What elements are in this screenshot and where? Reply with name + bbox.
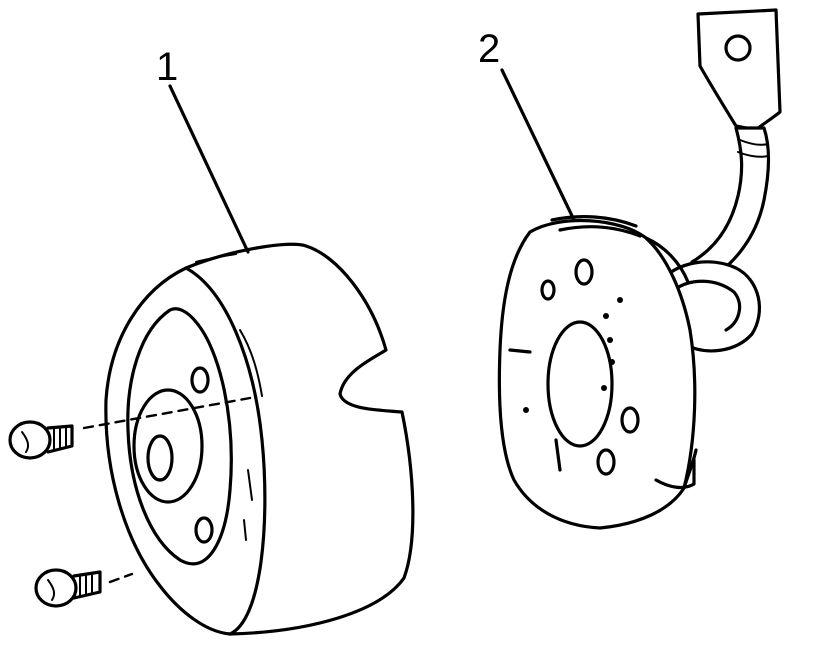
- part-2-wired-plate: [497, 8, 782, 530]
- screw-lower: [34, 568, 134, 608]
- part-1-housing: [104, 242, 415, 636]
- callout-2: 2: [478, 27, 500, 71]
- screw-upper: [8, 396, 252, 460]
- leader-line-2: [500, 68, 576, 222]
- leader-lines: [168, 68, 576, 254]
- callout-1: 1: [156, 45, 178, 89]
- leader-line-1: [168, 84, 250, 254]
